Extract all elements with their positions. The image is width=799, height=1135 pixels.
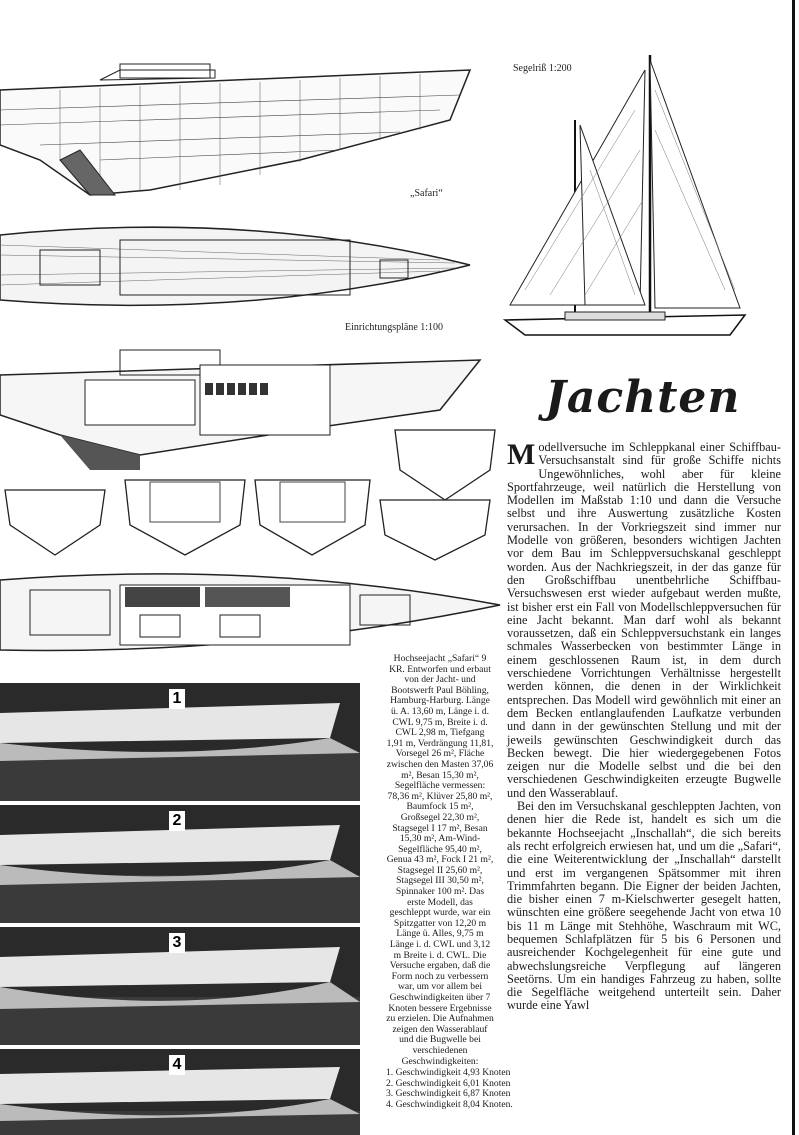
article-title: Jachten (545, 372, 741, 423)
hull-profile-drawing (0, 63, 472, 196)
caption-text: Hochseejacht „Safari“ 9 KR. Entworfen un… (386, 653, 494, 1067)
sail-plan-label: Segelriß 1:200 (513, 63, 572, 74)
interior-profile-drawing (0, 349, 482, 470)
photo-number: 3 (169, 933, 185, 953)
tow-test-photo-1: 1 (0, 683, 360, 801)
speed-item: 3. Geschwindigkeit 6,87 Knoten (386, 1088, 511, 1100)
photo-number: 2 (169, 811, 185, 831)
boat-name-label: „Safari“ (410, 188, 443, 199)
article-paragraph-2: Bei den im Versuchskanal geschleppten Ja… (507, 799, 781, 1013)
photo-number: 1 (169, 689, 185, 709)
speed-item: 1. Geschwindigkeit 4,93 Knoten (386, 1067, 511, 1079)
speed-item: 2. Geschwindigkeit 6,01 Knoten (386, 1077, 511, 1089)
tow-test-photo-2: 2 (0, 805, 360, 923)
photo-number: 4 (169, 1055, 185, 1075)
drop-cap: M (507, 438, 536, 471)
photo-caption: Hochseejacht „Safari“ 9 KR. Entworfen un… (386, 653, 513, 1111)
tow-test-photo-3: 3 (0, 927, 360, 1045)
sail-plan-drawing (502, 55, 747, 336)
tow-test-photo-4: 4 (0, 1049, 360, 1135)
accommodation-plan-drawing (0, 573, 501, 652)
deck-plan-drawing (0, 226, 471, 307)
speed-list: 1. Geschwindigkeit 4,93 Knoten 2. Geschw… (386, 1067, 513, 1110)
cross-sections-drawing (4, 429, 496, 561)
page-edge (792, 0, 795, 1135)
layout-plans-label: Einrichtungspläne 1:100 (345, 322, 444, 333)
speed-item: 4. Geschwindigkeit 8,04 Knoten. (386, 1098, 513, 1110)
